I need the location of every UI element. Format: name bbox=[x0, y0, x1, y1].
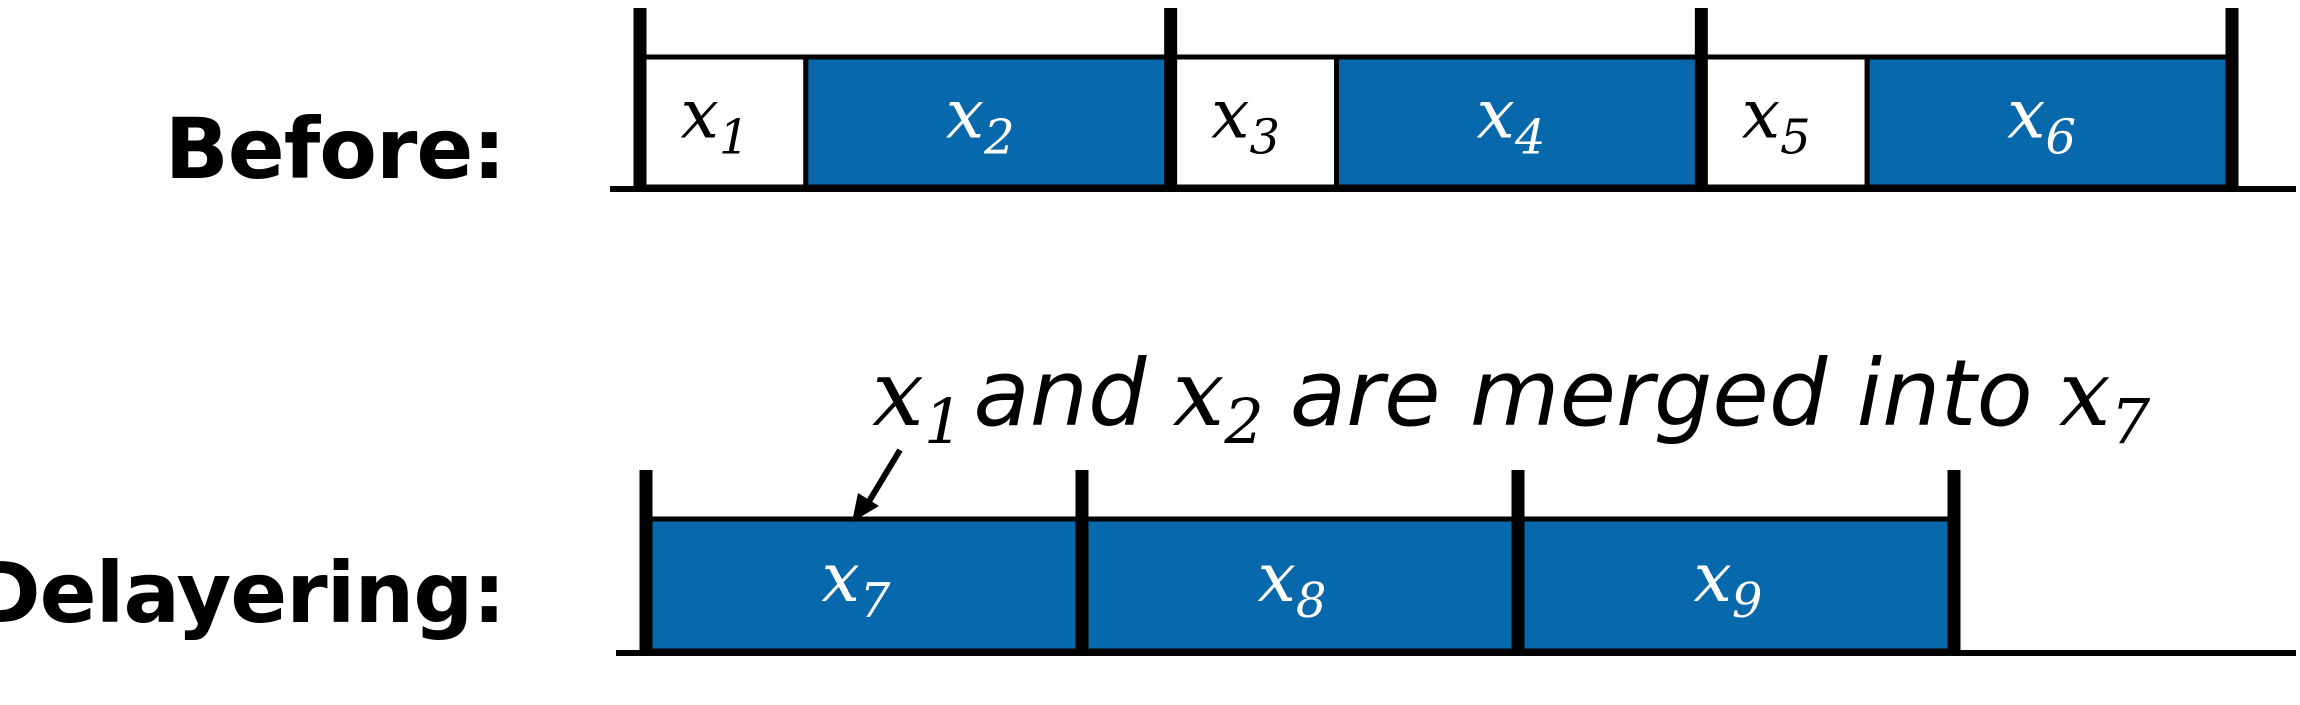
delayering-cell-label-9: x9 bbox=[1694, 539, 1763, 629]
annotation-var1-sub: 1 bbox=[924, 385, 963, 458]
before-var-sub-3: 3 bbox=[1249, 110, 1280, 166]
before-cell-6 bbox=[1864, 54, 2235, 190]
annotation-var3: x bbox=[2059, 340, 2111, 447]
annotation-var2-sub: 2 bbox=[1223, 385, 1263, 458]
before-var-3: x bbox=[1211, 76, 1249, 155]
delayering-var-sub-7: 7 bbox=[860, 573, 891, 629]
delayering-cell-8 bbox=[1079, 516, 1521, 654]
before-cell-label-4: x4 bbox=[1476, 76, 1545, 166]
delayering-var-7: x bbox=[822, 539, 860, 618]
before-cell-label-6: x6 bbox=[2007, 76, 2076, 166]
merge-arrow-shaft bbox=[862, 448, 903, 510]
delayering-var-sub-9: 9 bbox=[1732, 573, 1763, 629]
annotation-var1: x bbox=[872, 340, 924, 447]
annotation-word-and: and bbox=[973, 340, 1147, 447]
before-var-1: x bbox=[680, 76, 718, 155]
before-var-6: x bbox=[2007, 76, 2045, 155]
before-var-sub-5: 5 bbox=[1780, 110, 1811, 166]
delayering-var-9: x bbox=[1694, 539, 1732, 618]
before-var-4: x bbox=[1476, 76, 1514, 155]
before-cell-4 bbox=[1334, 54, 1704, 190]
merge-arrow-head bbox=[852, 493, 879, 522]
before-var-sub-2: 2 bbox=[983, 110, 1015, 166]
before-var-2: x bbox=[946, 76, 984, 155]
delayering-label: Delayering: bbox=[0, 544, 505, 642]
before-label: Before: bbox=[165, 100, 505, 198]
before-var-sub-6: 6 bbox=[2045, 110, 2076, 166]
delayering-cell-label-7: x7 bbox=[822, 539, 891, 629]
before-cell-label-1: x1 bbox=[680, 76, 749, 166]
delayering-var-8: x bbox=[1258, 539, 1296, 618]
delayering-var-sub-8: 8 bbox=[1296, 573, 1327, 629]
before-cell-label-3: x3 bbox=[1211, 76, 1280, 166]
before-var-sub-4: 4 bbox=[1514, 110, 1546, 166]
before-var-5: x bbox=[1742, 76, 1780, 155]
before-cell-label-2: x2 bbox=[946, 76, 1015, 166]
delayering-cell-label-8: x8 bbox=[1258, 539, 1327, 629]
annotation-phrase: are merged into bbox=[1290, 340, 2033, 447]
annotation-var3-sub: 7 bbox=[2111, 385, 2151, 458]
annotation-var2: x bbox=[1172, 340, 1224, 447]
before-var-sub-1: 1 bbox=[719, 110, 750, 166]
before-cell-label-5: x5 bbox=[1742, 76, 1811, 166]
